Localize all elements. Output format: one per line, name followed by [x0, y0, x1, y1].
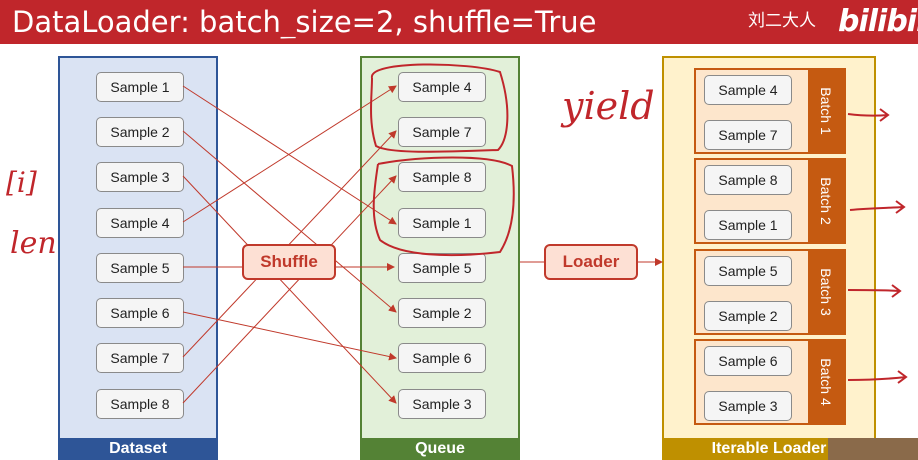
queue-sample-2: Sample 7 [398, 117, 486, 147]
batch-2: Sample 8 Sample 1 Batch 2 [694, 158, 846, 244]
batch-1-label: Batch 1 [808, 70, 844, 152]
batch-1: Sample 4 Sample 7 Batch 1 [694, 68, 846, 154]
batch-2-sample-1: Sample 8 [704, 165, 792, 195]
author-name: 刘二大人 [748, 11, 816, 31]
batch-4-sample-1: Sample 6 [704, 346, 792, 376]
shuffle-node: Shuffle [242, 244, 336, 280]
dataset-sample-8: Sample 8 [96, 389, 184, 419]
batch-4-label: Batch 4 [808, 341, 844, 423]
slide-title: DataLoader: batch_size=2, shuffle=True [12, 5, 597, 39]
shuffle-line-8 [182, 175, 397, 404]
annotation-index: [i] [6, 166, 37, 199]
annotation-len: len [10, 226, 57, 261]
batch-1-sample-1: Sample 4 [704, 75, 792, 105]
batch-2-sample-2: Sample 1 [704, 210, 792, 240]
shuffle-line-1 [182, 85, 397, 225]
dataset-sample-7: Sample 7 [96, 343, 184, 373]
annotation-yield: yield [562, 84, 655, 128]
loader-node: Loader [544, 244, 638, 280]
queue-sample-1: Sample 4 [398, 72, 486, 102]
yield-arrow-2 [849, 200, 906, 214]
batch-3-sample-2: Sample 2 [704, 301, 792, 331]
dataset-panel: Sample 1 Sample 2 Sample 3 Sample 4 Samp… [58, 56, 218, 460]
dataset-footer: Dataset [60, 438, 216, 458]
underline-shuffle [371, 39, 545, 43]
queue-footer: Queue [362, 438, 518, 458]
batch-3-sample-1: Sample 5 [704, 256, 792, 286]
presenter-video-thumbnail [828, 438, 918, 460]
circle-batch-2 [372, 156, 515, 257]
underline-batch-size [185, 37, 355, 42]
batch-3: Sample 5 Sample 2 Batch 3 [694, 249, 846, 335]
shuffle-line-2 [182, 130, 397, 313]
shuffle-line-4 [182, 85, 397, 223]
batch-4-sample-2: Sample 3 [704, 391, 792, 421]
circle-batch-1 [370, 63, 509, 153]
queue-sample-4: Sample 1 [398, 208, 486, 238]
yield-arrow-1 [847, 108, 890, 122]
batch-4: Sample 6 Sample 3 Batch 4 [694, 339, 846, 425]
iterable-loader-panel: Sample 4 Sample 7 Batch 1 Sample 8 Sampl… [662, 56, 876, 460]
dataset-sample-6: Sample 6 [96, 298, 184, 328]
dataset-sample-4: Sample 4 [96, 208, 184, 238]
batch-3-label: Batch 3 [808, 251, 844, 333]
queue-sample-7: Sample 6 [398, 343, 486, 373]
batch-2-label: Batch 2 [808, 160, 844, 242]
batch-1-sample-2: Sample 7 [704, 120, 792, 150]
shuffle-line-6 [182, 311, 397, 361]
queue-sample-5: Sample 5 [398, 253, 486, 283]
title-bar: DataLoader: batch_size=2, shuffle=True 刘… [0, 0, 918, 44]
yield-arrow-4 [847, 370, 908, 384]
queue-sample-6: Sample 2 [398, 298, 486, 328]
bilibili-logo: bilibili [838, 4, 918, 39]
queue-sample-8: Sample 3 [398, 389, 486, 419]
queue-sample-3: Sample 8 [398, 162, 486, 192]
iterable-loader-footer: Iterable Loader [664, 438, 874, 458]
yield-arrow-3 [847, 284, 902, 298]
dataset-sample-1: Sample 1 [96, 72, 184, 102]
queue-panel: Sample 4 Sample 7 Sample 8 Sample 1 Samp… [360, 56, 520, 460]
dataset-sample-5: Sample 5 [96, 253, 184, 283]
